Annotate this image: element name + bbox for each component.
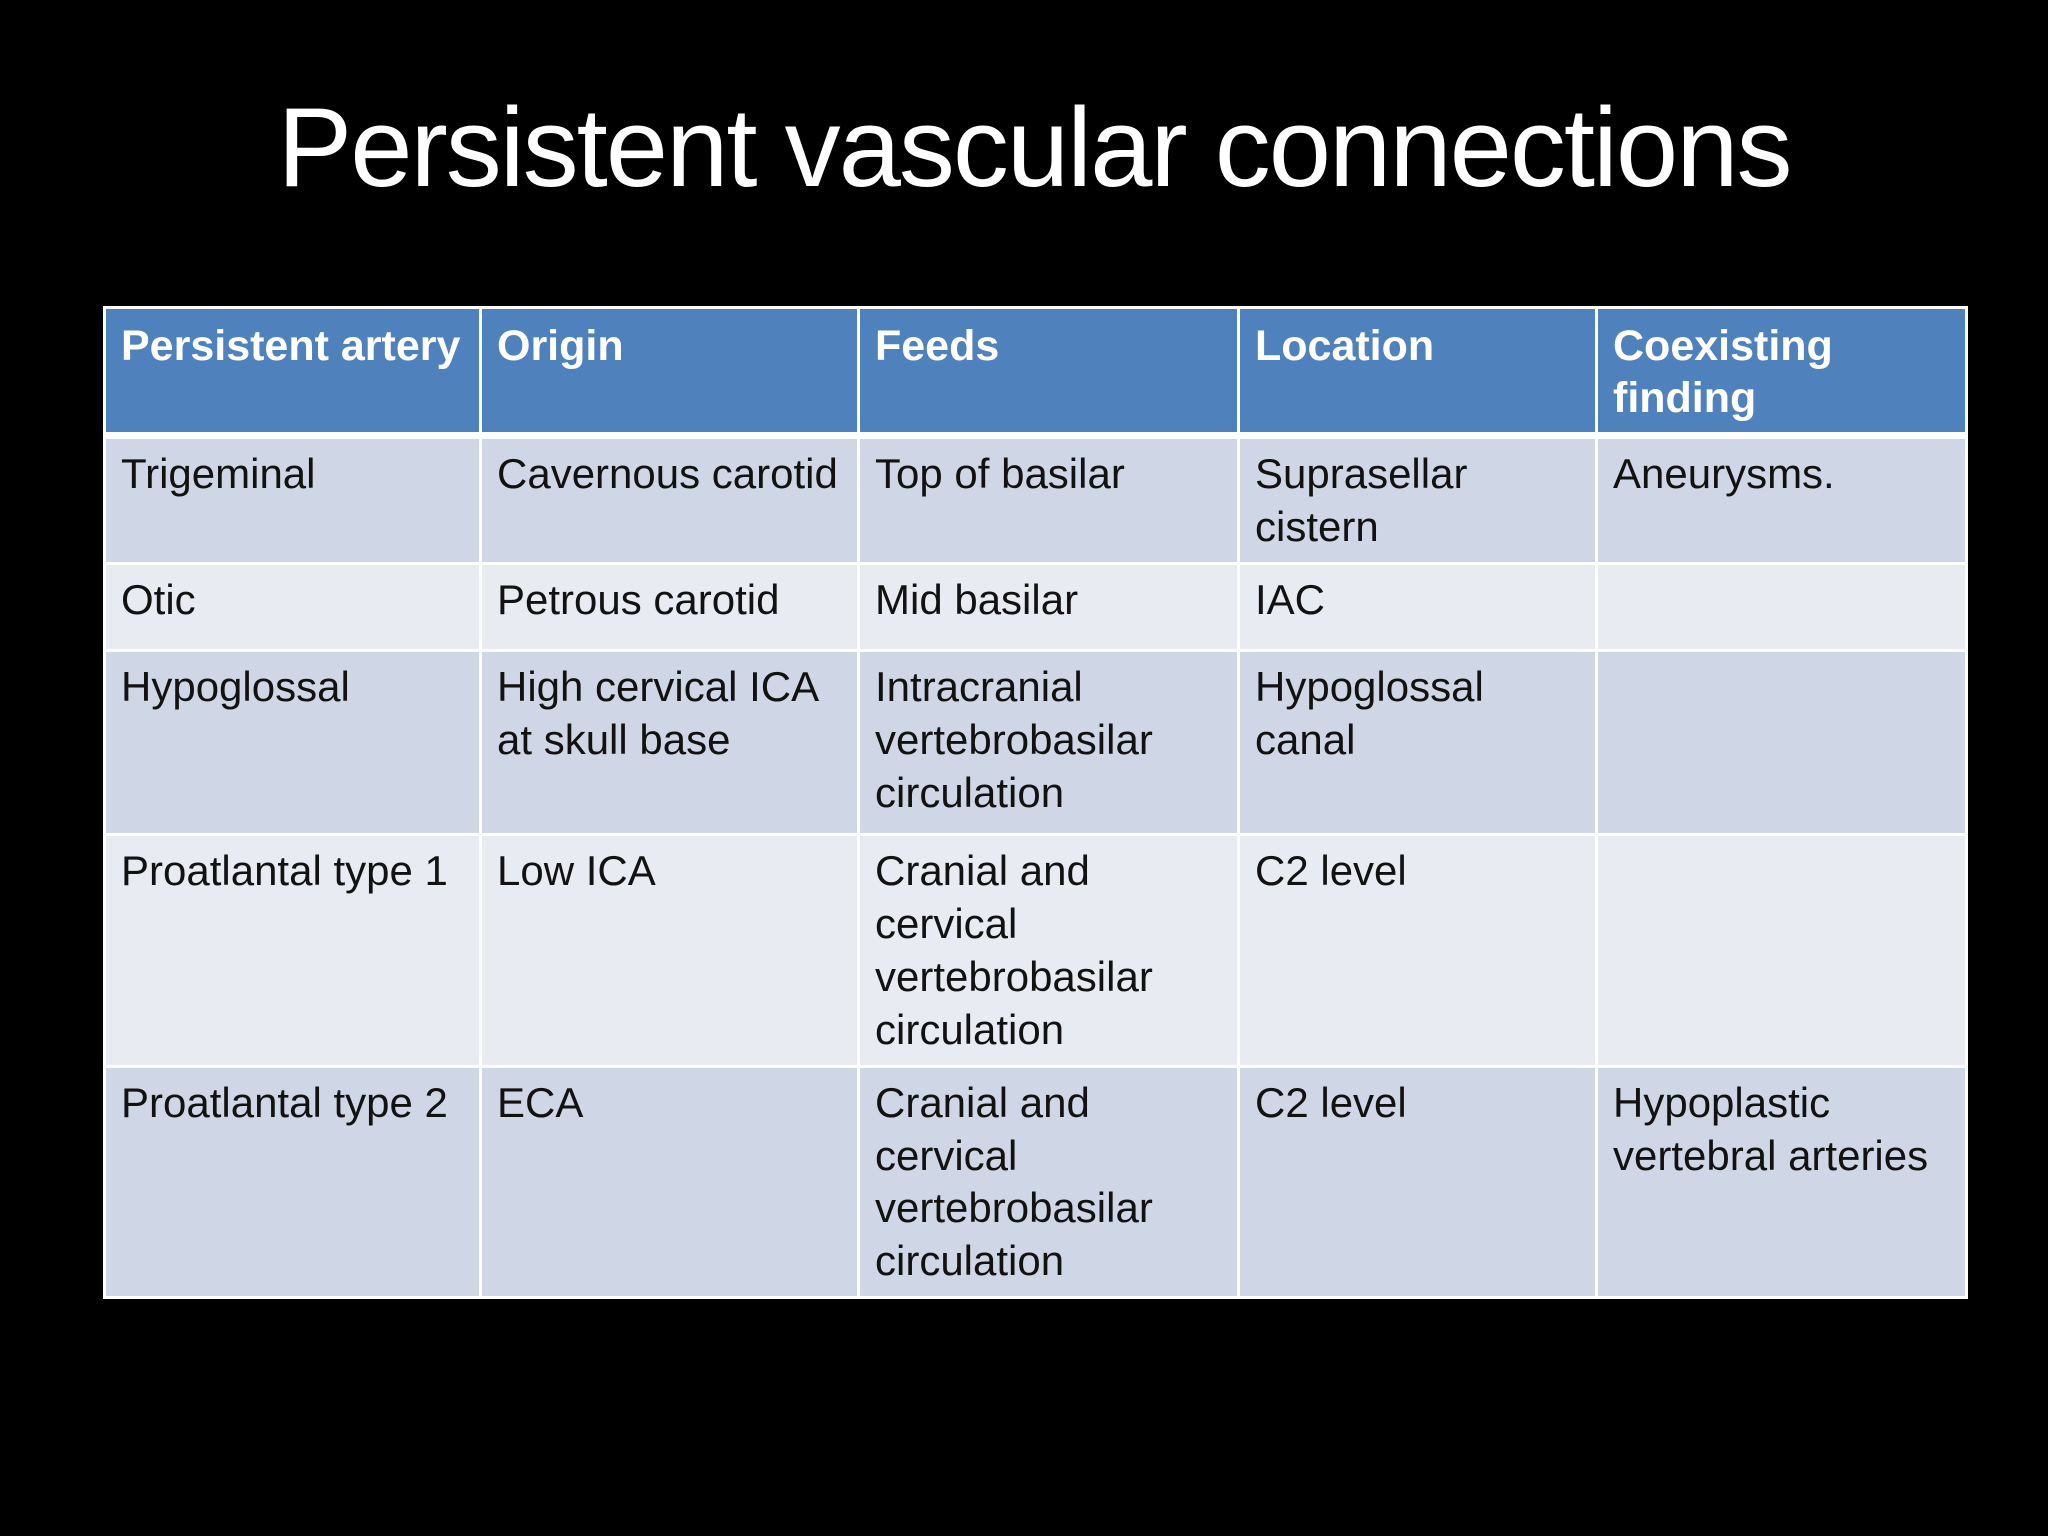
table-cell: Low ICA: [479, 833, 860, 1068]
table-container: Persistent artery Origin Feeds Location …: [103, 305, 1968, 1300]
table-cell: Proatlantal type 2: [103, 1064, 482, 1300]
table-row: Proatlantal type 1 Low ICA Cranial and c…: [103, 833, 1968, 1068]
table-cell: Hypoglossal canal: [1237, 649, 1598, 836]
table-cell: Hypoglossal: [103, 649, 482, 836]
table-cell: Mid basilar: [857, 562, 1240, 652]
table-header-row: Persistent artery Origin Feeds Location …: [103, 305, 1968, 440]
column-header-persistent-artery: Persistent artery: [103, 305, 482, 440]
page-title: Persistent vascular connections: [277, 85, 1793, 210]
table-cell: Cranial and cervical vertebrobasilar cir…: [857, 833, 1240, 1068]
table-row: Hypoglossal High cervical ICA at skull b…: [103, 649, 1968, 836]
table-cell: [1595, 833, 1968, 1068]
column-header-coexisting-finding: Coexisting finding: [1595, 305, 1968, 440]
table-cell: High cervical ICA at skull base: [479, 649, 860, 836]
table-cell: Proatlantal type 1: [103, 833, 482, 1068]
table-cell: [1595, 562, 1968, 652]
table-row: Otic Petrous carotid Mid basilar IAC: [103, 562, 1968, 652]
table-cell: IAC: [1237, 562, 1598, 652]
table-cell: C2 level: [1237, 1064, 1598, 1300]
column-header-location: Location: [1237, 305, 1598, 440]
column-header-origin: Origin: [479, 305, 860, 440]
table-cell: [1595, 649, 1968, 836]
table-cell: Suprasellar cistern: [1237, 434, 1598, 565]
table-cell: ECA: [479, 1064, 860, 1300]
table-cell: Cavernous carotid: [479, 434, 860, 565]
table-cell: Trigeminal: [103, 434, 482, 565]
table-cell: Otic: [103, 562, 482, 652]
column-header-feeds: Feeds: [857, 305, 1240, 440]
table-cell: Intracranial vertebrobasilar circulation: [857, 649, 1240, 836]
persistent-arteries-table: Persistent artery Origin Feeds Location …: [103, 305, 1968, 1300]
table-cell: Cranial and cervical vertebrobasilar cir…: [857, 1064, 1240, 1300]
table-row: Proatlantal type 2 ECA Cranial and cervi…: [103, 1064, 1968, 1300]
table-cell: Aneurysms.: [1595, 434, 1968, 565]
table-cell: Hypoplastic vertebral arteries: [1595, 1064, 1968, 1300]
table-cell: Top of basilar: [857, 434, 1240, 565]
table-cell: Petrous carotid: [479, 562, 860, 652]
table-row: Trigeminal Cavernous carotid Top of basi…: [103, 434, 1968, 565]
table-cell: C2 level: [1237, 833, 1598, 1068]
